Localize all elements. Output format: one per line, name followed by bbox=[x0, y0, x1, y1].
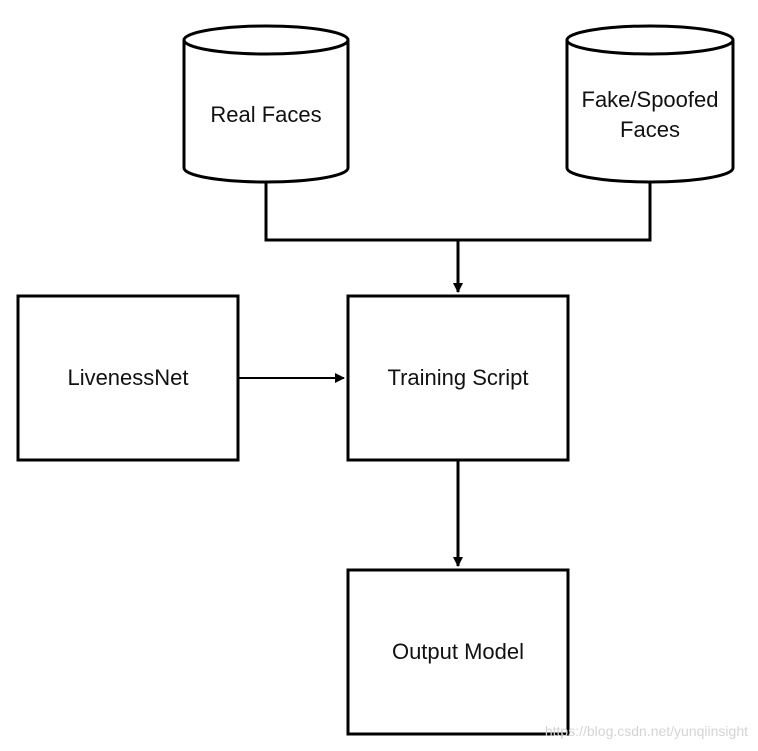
output-model-box bbox=[346, 568, 570, 736]
training-script-label: Training Script bbox=[387, 365, 529, 390]
output-model-label: Output Model bbox=[391, 639, 525, 664]
fake-faces-database bbox=[565, 24, 735, 184]
livenessnet-label: LivenessNet bbox=[67, 365, 189, 390]
dataset-merge-connector bbox=[264, 183, 652, 242]
fake-faces-label: Fake/Spoofed Faces bbox=[581, 87, 719, 142]
real-faces-database bbox=[182, 24, 350, 184]
livenessnet-box bbox=[16, 294, 240, 462]
watermark-text: https://blog.csdn.net/yunqiinsight bbox=[544, 723, 748, 739]
real-faces-label: Real Faces bbox=[210, 102, 322, 127]
